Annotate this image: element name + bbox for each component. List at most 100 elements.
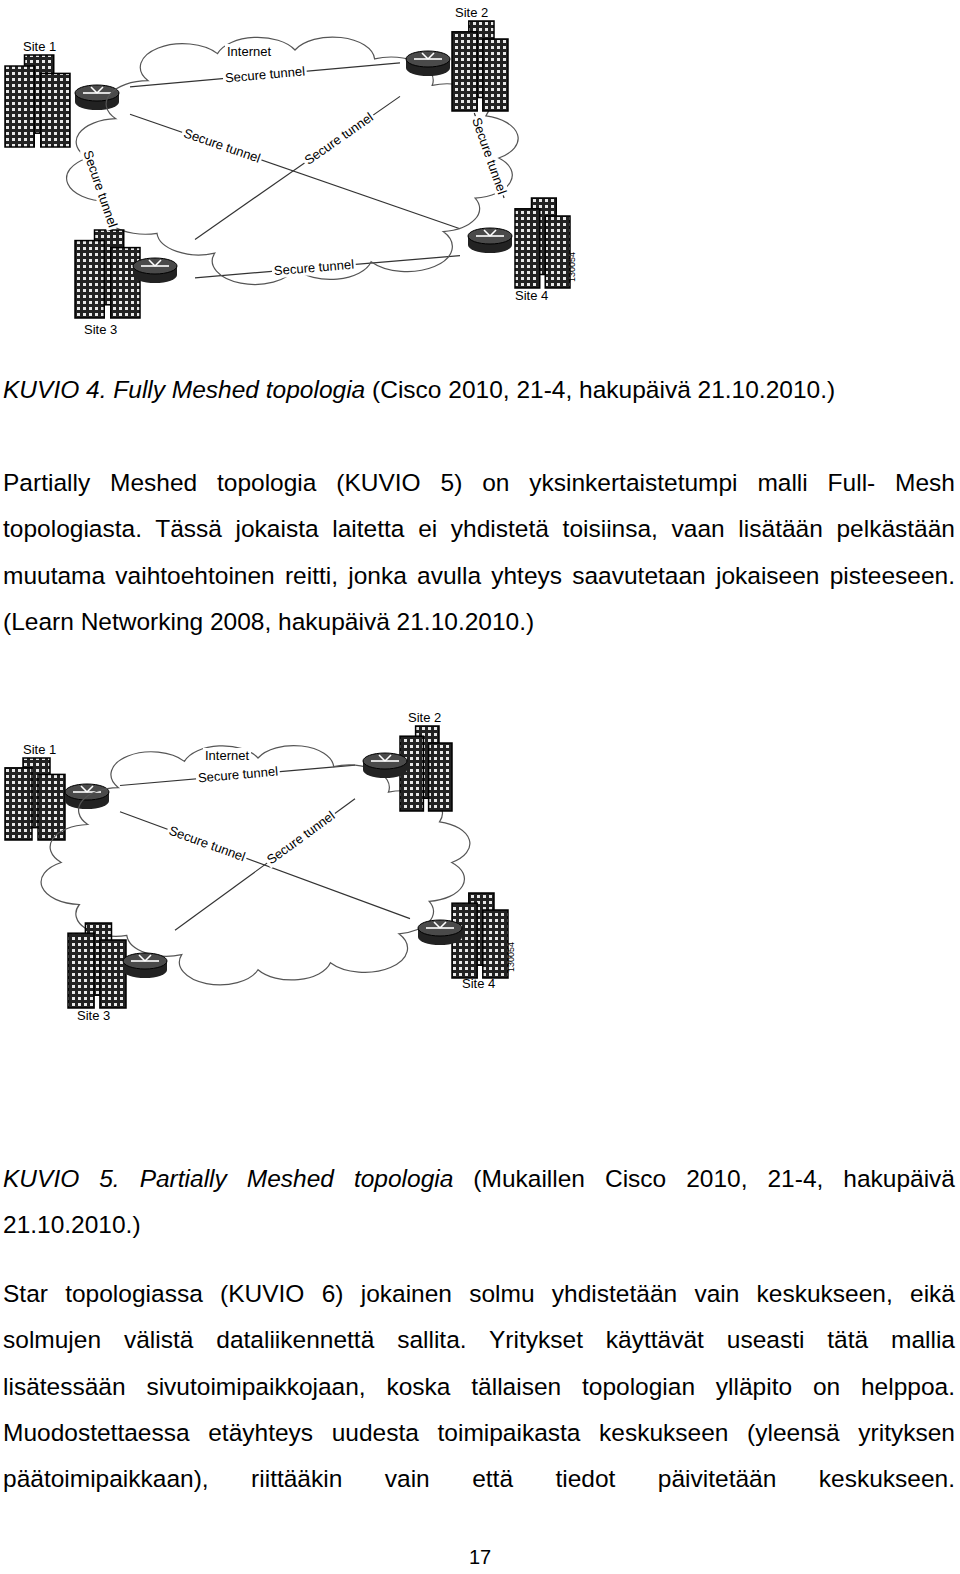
router-top bbox=[75, 85, 119, 101]
building bbox=[111, 248, 140, 318]
building bbox=[38, 774, 65, 840]
router-top bbox=[65, 784, 109, 800]
router-arrow bbox=[91, 87, 97, 93]
router-arrow bbox=[484, 230, 490, 236]
router-top bbox=[468, 228, 512, 244]
router-arrow bbox=[97, 87, 103, 93]
building bbox=[545, 216, 570, 288]
caption-block: KUVIO 5. Partially Meshed topologia (Muk… bbox=[3, 1156, 955, 1249]
figure-caption-source: (Cisco 2010, 21-4, hakupäivä 21.10.2010.… bbox=[372, 376, 835, 403]
page-number: 17 bbox=[440, 1540, 520, 1574]
tunnel-label: Secure tunnel bbox=[165, 823, 249, 865]
site-node: Site 4 bbox=[460, 198, 585, 303]
site-illustration bbox=[5, 738, 120, 843]
building bbox=[41, 73, 70, 147]
secure-tunnel-line bbox=[195, 256, 460, 278]
site-illustration bbox=[460, 198, 585, 303]
router-arrow bbox=[155, 265, 169, 267]
cloud-label: Internet bbox=[225, 44, 273, 59]
router-arrow bbox=[141, 265, 155, 267]
router-arrow bbox=[385, 755, 391, 761]
router-top bbox=[418, 920, 462, 936]
router-arrow bbox=[428, 58, 442, 60]
secure-tunnel-line bbox=[175, 799, 355, 930]
router-arrow bbox=[490, 235, 504, 237]
router-arrow bbox=[422, 53, 428, 59]
site-label: Site 4 bbox=[515, 288, 548, 303]
tunnel-label: Secure tunnel bbox=[180, 126, 264, 167]
building bbox=[75, 241, 104, 318]
router-top bbox=[363, 753, 407, 769]
secure-tunnel-line bbox=[130, 63, 400, 87]
site-illustration bbox=[65, 918, 175, 1023]
router-arrow bbox=[371, 760, 385, 762]
site-node: Site 3 bbox=[65, 918, 175, 1023]
router-arrow bbox=[379, 755, 385, 761]
router-arrow bbox=[87, 786, 93, 792]
router-arrow bbox=[476, 235, 490, 237]
site-label: Site 2 bbox=[455, 5, 488, 20]
tunnel-label: Secure tunnel bbox=[263, 808, 339, 869]
router-arrow bbox=[490, 230, 496, 236]
router-arrow bbox=[440, 927, 454, 929]
router-arrow bbox=[149, 260, 155, 266]
tunnel-label: Secure tunnel bbox=[300, 109, 377, 169]
secure-tunnel-line bbox=[195, 96, 400, 239]
secure-tunnel-line bbox=[130, 114, 460, 229]
router-arrow bbox=[385, 760, 399, 762]
site-node: Site 3 bbox=[70, 228, 195, 338]
site-label: Site 1 bbox=[23, 39, 56, 54]
router-arrow bbox=[81, 786, 87, 792]
site-label: Site 3 bbox=[84, 322, 117, 337]
router-arrow bbox=[426, 927, 440, 929]
building bbox=[5, 768, 32, 840]
site-node: Site 2 bbox=[400, 3, 510, 113]
building bbox=[483, 39, 508, 111]
building bbox=[515, 209, 540, 288]
site-node: Site 4 bbox=[410, 888, 515, 988]
secure-tunnel-line bbox=[120, 765, 355, 785]
cloud-label: Internet bbox=[203, 748, 251, 763]
router-top bbox=[123, 953, 167, 969]
site-illustration bbox=[410, 888, 515, 988]
site-label: Site 1 bbox=[23, 742, 56, 757]
router-arrow bbox=[428, 53, 434, 59]
figure-caption-title: KUVIO 5. Partially Meshed topologia bbox=[3, 1165, 453, 1192]
site-label: Site 2 bbox=[408, 710, 441, 725]
router-arrow bbox=[139, 955, 145, 961]
figure-id: 130054 bbox=[567, 252, 577, 282]
site-node: Site 2 bbox=[355, 708, 460, 813]
building bbox=[429, 743, 452, 811]
router-arrow bbox=[73, 791, 87, 793]
router-arrow bbox=[83, 92, 97, 94]
router-arrow bbox=[131, 960, 145, 962]
site-illustration bbox=[355, 708, 460, 813]
tunnel-label: Secure tunnel bbox=[222, 64, 307, 85]
router-top bbox=[406, 51, 450, 67]
router-arrow bbox=[145, 955, 151, 961]
building bbox=[100, 940, 126, 1008]
router-arrow bbox=[155, 260, 161, 266]
body-paragraph: Partially Meshed topologia (KUVIO 5) on … bbox=[3, 460, 955, 645]
building bbox=[68, 933, 94, 1008]
building bbox=[452, 32, 477, 111]
figure-id: 130054 bbox=[506, 942, 516, 972]
router-arrow bbox=[434, 922, 440, 928]
site-node: Site 1 bbox=[5, 738, 120, 843]
tunnel-label: Secure tunnel bbox=[195, 765, 280, 786]
tunnel-label: Secure tunnel bbox=[272, 257, 357, 278]
site-label: Site 3 bbox=[77, 1008, 110, 1023]
building bbox=[483, 910, 508, 978]
router-arrow bbox=[97, 92, 111, 94]
router-top bbox=[133, 258, 177, 274]
body-paragraph: Star topologiassa (KUVIO 6) jokainen sol… bbox=[3, 1271, 955, 1502]
tunnel-label: Secure tunnel bbox=[80, 147, 120, 231]
caption-block: KUVIO 4. Fully Meshed topologia (Cisco 2… bbox=[3, 367, 955, 413]
site-illustration bbox=[70, 228, 195, 338]
router-arrow bbox=[414, 58, 428, 60]
site-label: Site 4 bbox=[462, 976, 495, 991]
building bbox=[5, 66, 34, 147]
router-arrow bbox=[145, 960, 159, 962]
figure-caption-title: KUVIO 4. Fully Meshed topologia bbox=[3, 376, 365, 403]
router-arrow bbox=[440, 922, 446, 928]
